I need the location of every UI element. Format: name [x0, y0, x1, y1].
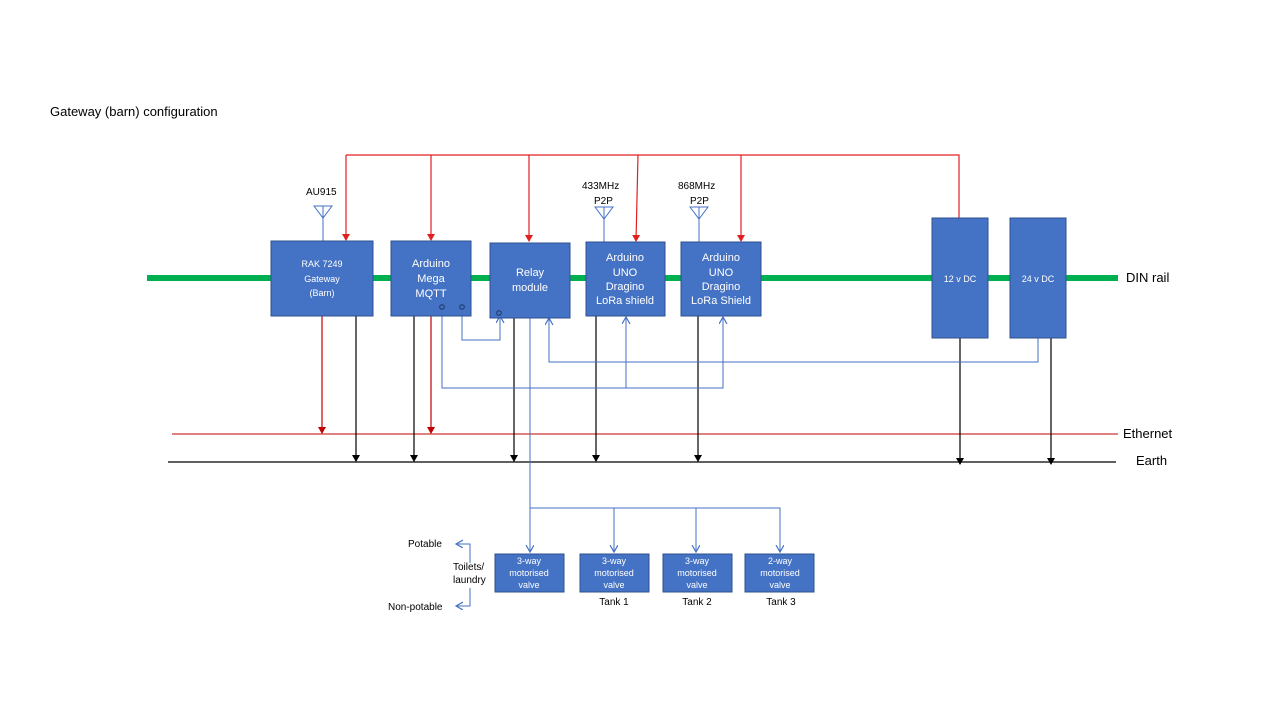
uno433-label-line4: LoRa shield	[596, 295, 654, 307]
diagram-title: Gateway (barn) configuration	[50, 104, 218, 119]
antenna-label-868-freq: 868MHz	[678, 181, 715, 192]
uno868-label-line1: Arduino	[702, 252, 740, 264]
valve3-line3: valve	[686, 580, 707, 590]
rak-label-line2: Gateway	[304, 274, 340, 284]
valve-box-2: 3-way motorised valve	[579, 553, 650, 593]
tank1-label: Tank 1	[599, 597, 629, 608]
arduino-uno-868-box: Arduino UNO Dragino LoRa Shield	[680, 241, 762, 317]
mega-label-line2: Mega	[417, 273, 445, 285]
power-bus	[342, 154, 960, 242]
toilets-label-line2: laundry	[453, 575, 486, 586]
psu12-label: 12 v DC	[944, 274, 977, 284]
uno433-label-line2: UNO	[613, 267, 638, 279]
valve4-line2: motorised	[760, 568, 800, 578]
psu24-label: 24 v DC	[1022, 274, 1055, 284]
valve-box-1: 3-way motorised valve	[494, 553, 565, 593]
potable-label: Potable	[408, 539, 442, 550]
valve4-line1: 2-way	[768, 556, 793, 566]
valve4-line3: valve	[769, 580, 790, 590]
arduino-mega-box: Arduino Mega MQTT	[390, 240, 472, 317]
uno433-label-line1: Arduino	[606, 252, 644, 264]
signal-wiring	[441, 310, 1039, 606]
antenna-label-433-freq: 433MHz	[582, 181, 619, 192]
arduino-uno-433-box: Arduino UNO Dragino LoRa shield	[585, 241, 666, 317]
rak-gateway-box: RAK 7249 Gateway (Barn)	[270, 240, 374, 317]
valve2-line2: motorised	[594, 568, 634, 578]
relay-label-line2: module	[512, 282, 548, 294]
uno433-label-line3: Dragino	[606, 281, 645, 293]
antenna-au915	[313, 205, 333, 241]
psu-24v-box: 24 v DC	[1009, 217, 1067, 339]
valve-box-3: 3-way motorised valve	[662, 553, 733, 593]
valve-box-4: 2-way motorised valve	[744, 553, 815, 593]
non-potable-label: Non-potable	[388, 602, 443, 613]
antenna-label-au915: AU915	[306, 187, 337, 198]
valve2-line1: 3-way	[602, 556, 627, 566]
uno868-label-line4: LoRa Shield	[691, 295, 751, 307]
valve1-line1: 3-way	[517, 556, 542, 566]
earth-drops	[352, 316, 1055, 465]
antenna-label-868-mode: P2P	[690, 196, 709, 207]
tank3-label: Tank 3	[766, 597, 796, 608]
earth-label: Earth	[1136, 453, 1168, 468]
relay-label-line1: Relay	[516, 267, 545, 279]
uno868-label-line2: UNO	[709, 267, 734, 279]
antenna-868	[689, 206, 709, 242]
relay-module-box: Relay module	[489, 242, 571, 319]
antenna-433	[594, 206, 614, 242]
psu-12v-box: 12 v DC	[931, 217, 989, 339]
toilets-label-line1: Toilets/	[453, 562, 484, 573]
valve3-line1: 3-way	[685, 556, 710, 566]
antenna-label-433-mode: P2P	[594, 196, 613, 207]
mega-label-line3: MQTT	[415, 288, 446, 300]
uno868-label-line3: Dragino	[702, 281, 741, 293]
rak-label-line3: (Barn)	[309, 288, 334, 298]
valve1-line2: motorised	[509, 568, 549, 578]
rak-label-line1: RAK 7249	[301, 259, 342, 269]
valve3-line2: motorised	[677, 568, 717, 578]
ethernet-drops	[318, 316, 435, 434]
mega-label-line1: Arduino	[412, 258, 450, 270]
ethernet-label: Ethernet	[1123, 426, 1173, 441]
valve2-line3: valve	[603, 580, 624, 590]
tank2-label: Tank 2	[682, 597, 712, 608]
valve1-line3: valve	[518, 580, 539, 590]
din-rail-label: DIN rail	[1126, 270, 1170, 285]
